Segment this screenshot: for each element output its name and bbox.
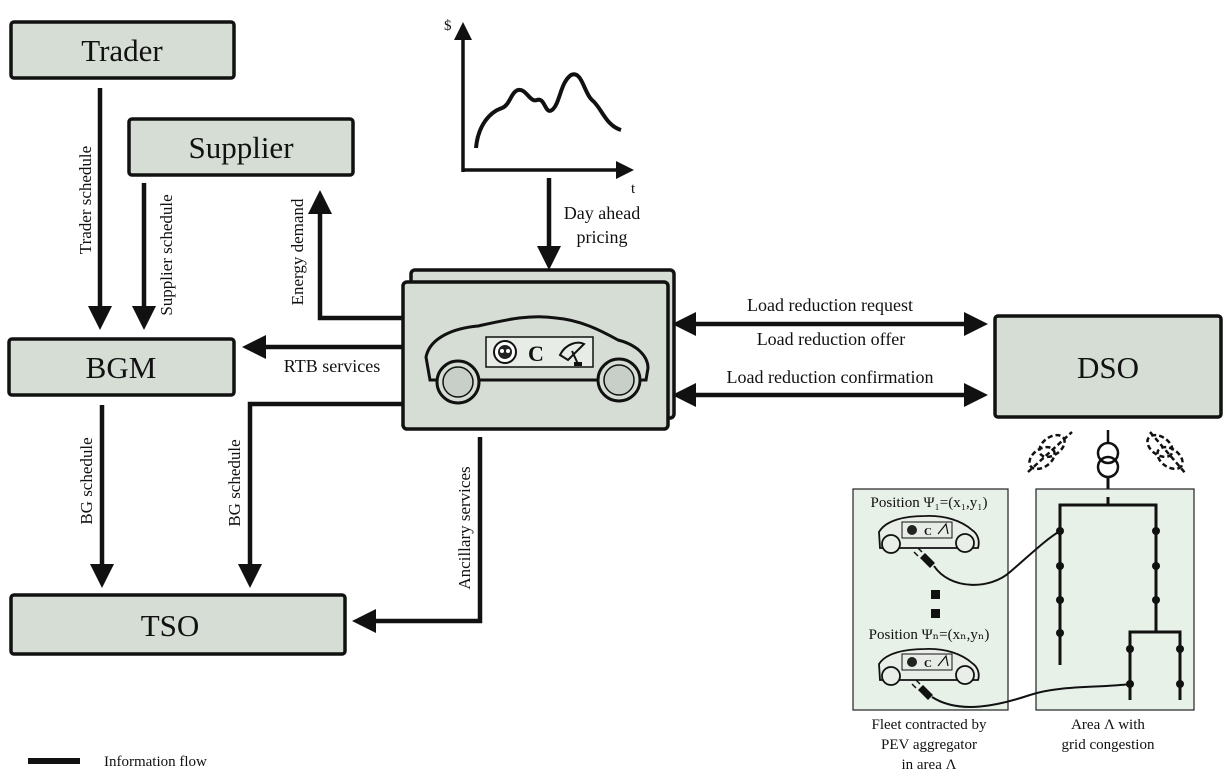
position-n-label: Position Ψₙ=(xₙ,yₙ) [869, 627, 990, 643]
price-curve [474, 72, 622, 149]
flow-energy-demand: Energy demand [288, 190, 402, 321]
ellipsis-dot-1 [931, 590, 940, 599]
lateral-bus [1128, 630, 1182, 700]
flow-bg-schedule-right: BG schedule [225, 401, 402, 588]
price-chart: $ t [444, 18, 636, 197]
link-icon-left [1027, 431, 1073, 473]
bg-schedule-left-label: BG schedule [77, 437, 96, 524]
bg-schedule-right-label: BG schedule [225, 439, 244, 526]
load-reduction-offer-label: Load reduction offer [757, 329, 906, 349]
fleet-panel: Position Ψ₁=(x₁,y₁) C Position Ψₙ=(xₙ,yₙ… [852, 488, 1009, 773]
trader-schedule-label: Trader schedule [76, 146, 95, 254]
aggregator-box: C [401, 268, 676, 431]
fleet-caption-line-3: in area Λ [901, 757, 956, 773]
supplier-label: Supplier [188, 130, 294, 165]
flow-rtb-services: RTB services [242, 335, 402, 376]
flow-load-reduction-lower: Load reduction confirmation [672, 367, 988, 407]
ancillary-services-label: Ancillary services [455, 466, 474, 589]
fleet-caption-line-1: Fleet contracted by [872, 717, 987, 733]
tso-box: TSO [9, 593, 347, 656]
flow-supplier-schedule: Supplier schedule [132, 183, 176, 330]
ellipsis-dot-2 [931, 609, 940, 618]
price-axis-x-arrow [616, 161, 634, 179]
tso-label: TSO [141, 608, 200, 643]
fleet-car-n-badge: C [924, 658, 932, 670]
legend-label: Information flow [104, 754, 207, 770]
area-panel: Area Λ with grid congestion [1035, 488, 1195, 753]
trader-label: Trader [81, 33, 163, 68]
price-axis-x-label: t [631, 181, 636, 197]
fleet-car-1-badge: C [924, 526, 932, 538]
plug-1-icon [913, 547, 935, 568]
flow-bg-schedule-left: BG schedule [77, 405, 114, 588]
load-reduction-request-label: Load reduction request [747, 295, 913, 315]
supplier-schedule-label: Supplier schedule [157, 194, 176, 315]
supplier-box: Supplier [127, 117, 355, 177]
position-1-label: Position Ψ₁=(x₁,y₁) [871, 495, 988, 511]
vehicle-controller-panel: C [485, 336, 594, 368]
dso-label: DSO [1077, 350, 1139, 385]
ev-car-icon [424, 315, 650, 405]
satellite-dish-icon [558, 341, 586, 366]
trader-box: Trader [9, 20, 236, 80]
dso-box: DSO [993, 314, 1223, 419]
charging-cable-n [931, 683, 1131, 708]
day-ahead-label: Day ahead [564, 203, 640, 223]
aggregator-badge: C [528, 341, 544, 366]
energy-demand-label: Energy demand [288, 198, 307, 305]
socket-icon [493, 340, 517, 364]
plug-n-icon [911, 679, 933, 700]
pricing-label: pricing [577, 227, 628, 247]
transformer-icon [1096, 430, 1120, 497]
rtb-services-label: RTB services [284, 356, 380, 376]
load-reduction-confirmation-label: Load reduction confirmation [727, 367, 934, 387]
fleet-caption-line-2: PEV aggregator [881, 737, 977, 753]
price-axis-y-label: $ [444, 18, 452, 34]
flow-load-reduction-upper: Load reduction request Load reduction of… [672, 295, 988, 349]
flow-ancillary-services: Ancillary services [352, 437, 483, 633]
fleet-car-1-icon: C [878, 515, 980, 554]
link-icon-right [1146, 431, 1187, 475]
flow-trader-schedule: Trader schedule [76, 88, 112, 330]
flow-day-ahead-pricing: Day ahead pricing [537, 178, 640, 270]
charging-cable-1 [933, 530, 1061, 586]
area-caption-line-1: Area Λ with [1071, 717, 1145, 733]
bgm-box: BGM [7, 337, 236, 397]
legend: Information flow [28, 754, 207, 770]
price-axis-y-arrow [454, 22, 472, 40]
area-caption-line-2: grid congestion [1062, 737, 1155, 753]
bgm-label: BGM [86, 350, 157, 385]
fleet-car-n-icon: C [878, 648, 980, 686]
